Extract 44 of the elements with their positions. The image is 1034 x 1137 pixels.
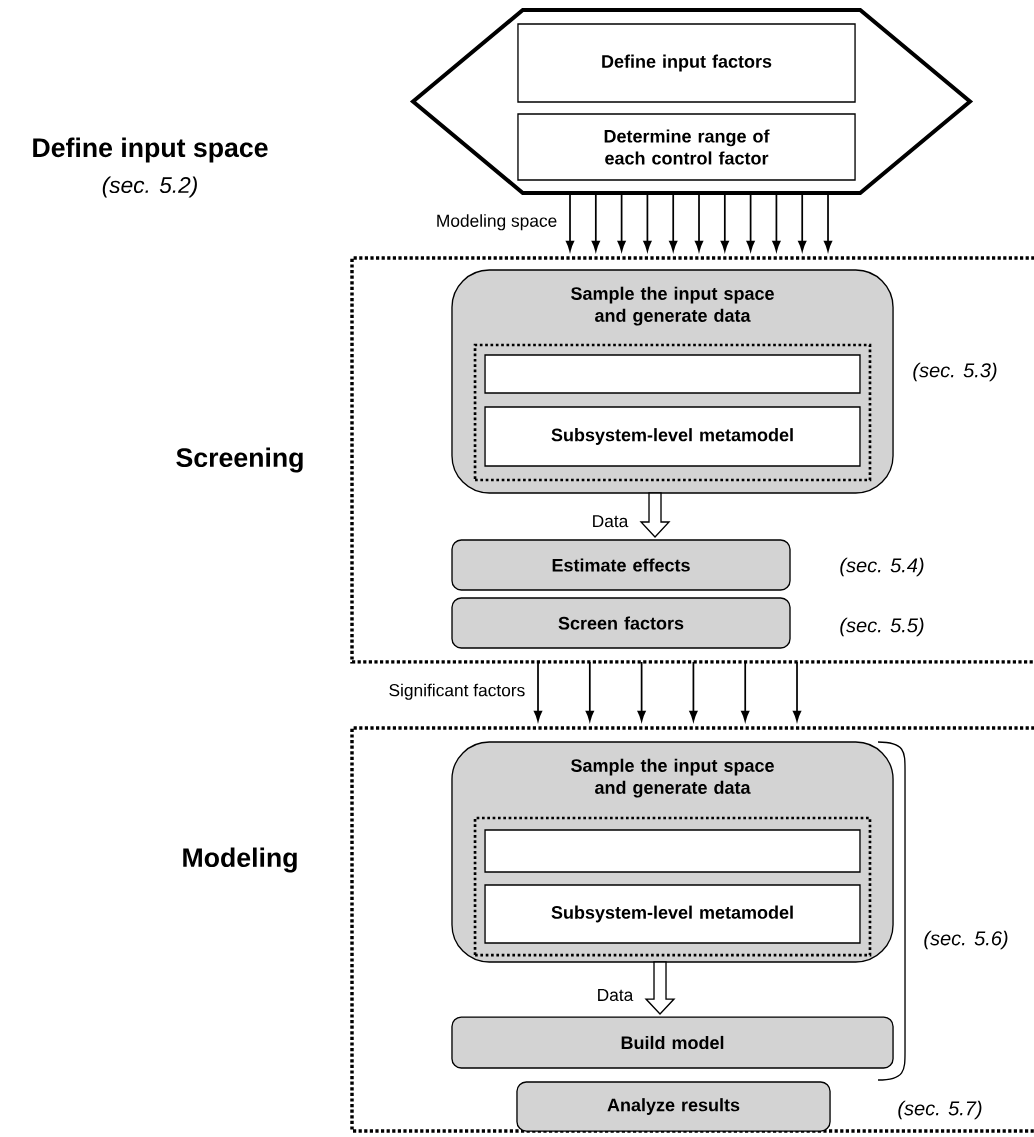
process-box: Subsystem-level metamodel: [484, 884, 861, 944]
arrow: [741, 661, 750, 722]
section-heading: Define input space: [33, 137, 268, 163]
edge-label: Data: [593, 515, 629, 528]
hollow-arrow: [644, 961, 676, 1015]
arrow: [643, 192, 652, 252]
arrow: [637, 661, 646, 722]
process-box: Screen factors: [451, 597, 791, 649]
edge-label: Significant factors: [389, 683, 525, 700]
section-heading: Modeling: [183, 847, 297, 873]
section-reference: (sec. 5.7): [898, 1100, 982, 1120]
section-reference: (sec. 5.5): [840, 617, 924, 637]
process-box: [484, 829, 861, 873]
edge-label: Data: [598, 989, 634, 1002]
arrow: [617, 192, 626, 252]
arrow: [565, 192, 575, 252]
arrow: [720, 192, 729, 252]
section-reference: (sec. 5.2): [102, 176, 197, 198]
process-box: Subsystem-level metamodel: [484, 406, 861, 467]
arrow: [533, 661, 543, 722]
process-box: Build model: [451, 1016, 894, 1069]
arrow: [746, 192, 755, 252]
section-reference: (sec. 5.3): [913, 362, 997, 382]
process-box: Define input factors: [517, 23, 856, 103]
edge-label: Modeling space: [437, 214, 557, 231]
arrow: [585, 661, 594, 722]
section-reference: (sec. 5.4): [840, 557, 924, 577]
process-box: Determine range of each control factor: [517, 113, 856, 181]
dotted-box: [473, 816, 872, 957]
arrow: [669, 192, 678, 252]
arrow: [591, 192, 600, 252]
section-reference: (sec. 5.6): [924, 930, 1008, 950]
arrow: [694, 192, 704, 252]
process-box: Estimate effects: [451, 539, 791, 591]
process-box: Analyze results: [516, 1081, 831, 1132]
dotted-box: [473, 343, 872, 482]
arrow: [798, 192, 807, 252]
arrow: [772, 192, 781, 252]
process-box: [484, 354, 861, 394]
arrow: [823, 192, 833, 252]
arrow: [792, 661, 802, 722]
arrow: [689, 661, 698, 722]
hollow-arrow: [639, 492, 671, 538]
section-heading: Screening: [176, 447, 303, 473]
